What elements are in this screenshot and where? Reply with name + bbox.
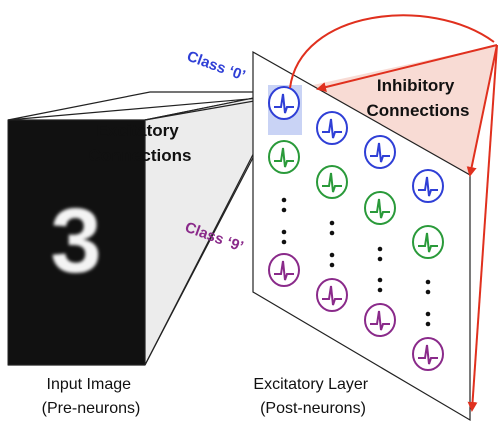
spike-icon — [274, 260, 294, 281]
inhibitory-arrow-2 — [466, 44, 498, 177]
inhibitory-line-2: Connections — [367, 101, 470, 120]
excitatory-layer-caption: Excitatory Layer (Post-neurons) — [253, 376, 372, 417]
class-top-label: Class ‘0’ — [185, 48, 248, 85]
neuron-grid — [268, 86, 444, 371]
neuron-r1-c2 — [364, 191, 396, 225]
spike-icon — [322, 285, 342, 306]
spike-icon — [418, 232, 438, 253]
class-top-label-text: Class ‘0’ — [185, 48, 248, 85]
neuron-r1-c0 — [268, 140, 300, 174]
input-image-caption: Input Image (Pre-neurons) — [42, 376, 141, 417]
inhibitory-arrows — [289, 14, 498, 412]
inhibitory-arc — [289, 14, 495, 89]
excitatory-line-1: Excitatory — [97, 121, 180, 140]
excitatory-layer-panel — [252, 50, 471, 422]
neuron-r4-c2 — [364, 303, 396, 337]
ellipsis-r3-c1 — [329, 252, 335, 268]
inhibitory-line-1: Inhibitory — [377, 76, 455, 95]
layer-caption-line-2: (Post-neurons) — [260, 400, 366, 417]
neuron-r4-c0 — [268, 253, 300, 287]
neuron-r0-c3 — [412, 169, 444, 203]
input-caption-line-1: Input Image — [47, 376, 132, 393]
spike-icon — [418, 344, 438, 365]
spike-icon — [370, 198, 390, 219]
spike-icon — [370, 142, 390, 163]
neuron-r4-c3 — [412, 337, 444, 371]
excitatory-connections-title: Excitatory Connections — [89, 121, 192, 165]
cube-front-face — [7, 119, 146, 366]
neuron-r1-c1 — [316, 165, 348, 199]
neuron-r1-c3 — [412, 225, 444, 259]
ellipsis-r3-c2 — [377, 277, 383, 293]
input-caption-line-2: (Pre-neurons) — [42, 400, 141, 417]
ellipsis-r2-c3 — [425, 279, 431, 295]
spike-icon — [274, 93, 294, 114]
spike-icon — [322, 118, 342, 139]
neuron-r0-c2 — [364, 135, 396, 169]
inhibitory-fan — [290, 45, 497, 175]
input-digit: 3 — [50, 190, 101, 292]
ellipsis-r2-c2 — [377, 246, 383, 262]
inhibitory-arrow-1 — [316, 44, 498, 92]
spike-icon — [274, 147, 294, 168]
inhibitory-arrow-3 — [467, 44, 498, 412]
spike-icon — [370, 310, 390, 331]
ellipsis-r3-c0 — [281, 229, 287, 245]
neuron-r0-c0 — [268, 86, 300, 120]
inhibitory-connections-title: Inhibitory Connections — [367, 76, 470, 120]
spike-icon — [322, 172, 342, 193]
neuron-r0-c1 — [316, 111, 348, 145]
neuron-r4-c1 — [316, 278, 348, 312]
ellipsis-r2-c0 — [281, 197, 287, 213]
ellipsis-r2-c1 — [329, 220, 335, 236]
excitatory-line-2: Connections — [89, 146, 192, 165]
ellipsis-r3-c3 — [425, 311, 431, 327]
spike-icon — [418, 176, 438, 197]
layer-caption-line-1: Excitatory Layer — [253, 376, 368, 393]
